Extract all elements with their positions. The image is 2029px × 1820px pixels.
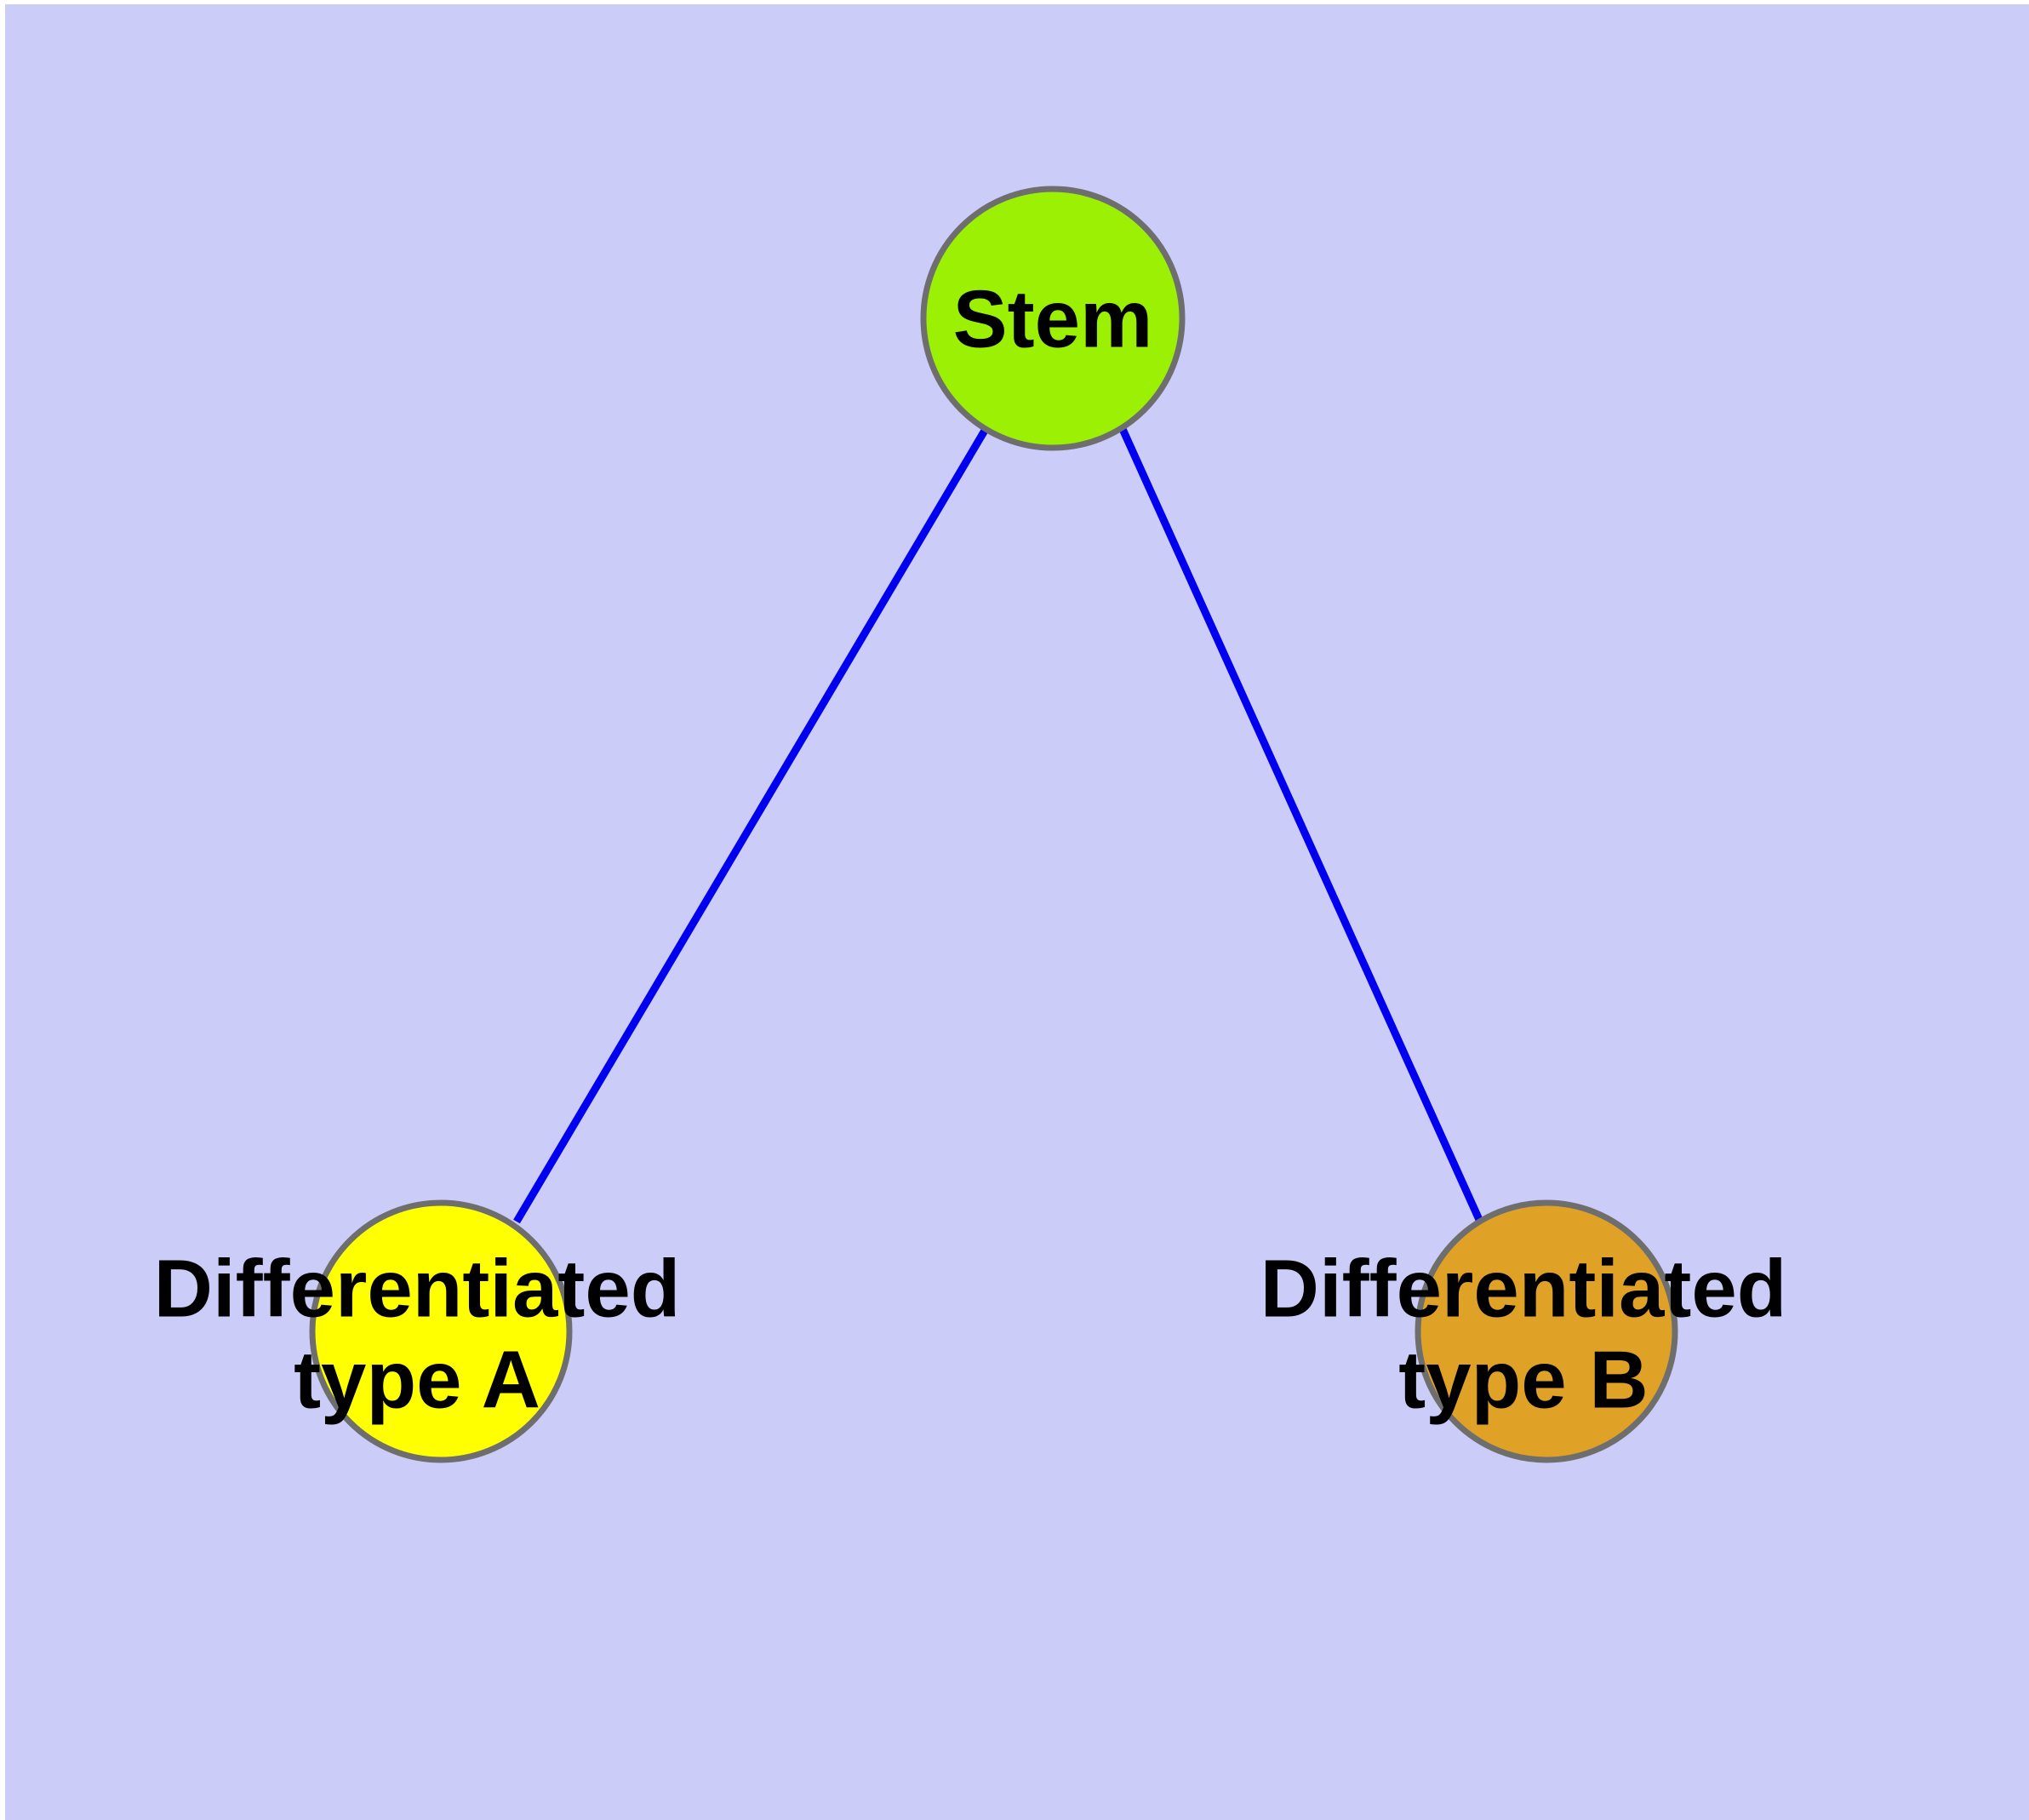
edge-layer — [513, 426, 1484, 1224]
node-circle-differentiated-type-a[interactable] — [309, 1199, 573, 1463]
node-circle-stem[interactable] — [920, 186, 1186, 451]
node-label-differentiated-type-a-line2: type A — [294, 1334, 540, 1425]
node-label-differentiated-type-b: Differentiated type B — [1260, 1243, 1787, 1425]
node-label-differentiated-type-a-line1: Differentiated — [154, 1243, 681, 1334]
node-label-differentiated-type-b-line2: type B — [1398, 1334, 1648, 1425]
node-circle-differentiated-type-b[interactable] — [1415, 1199, 1678, 1463]
node-label-stem: Stem — [953, 273, 1153, 364]
node-label-differentiated-type-a: Differentiated type A — [154, 1243, 681, 1425]
node-label-differentiated-type-b-line1: Differentiated — [1260, 1243, 1787, 1334]
node-stem[interactable]: Stem — [920, 186, 1186, 451]
edge-stem-to-differentiated-type-b[interactable] — [1118, 427, 1484, 1223]
node-differentiated-type-a[interactable] — [309, 1199, 573, 1463]
node-differentiated-type-b[interactable] — [1415, 1199, 1678, 1463]
edge-stem-to-differentiated-type-a[interactable] — [513, 426, 989, 1224]
